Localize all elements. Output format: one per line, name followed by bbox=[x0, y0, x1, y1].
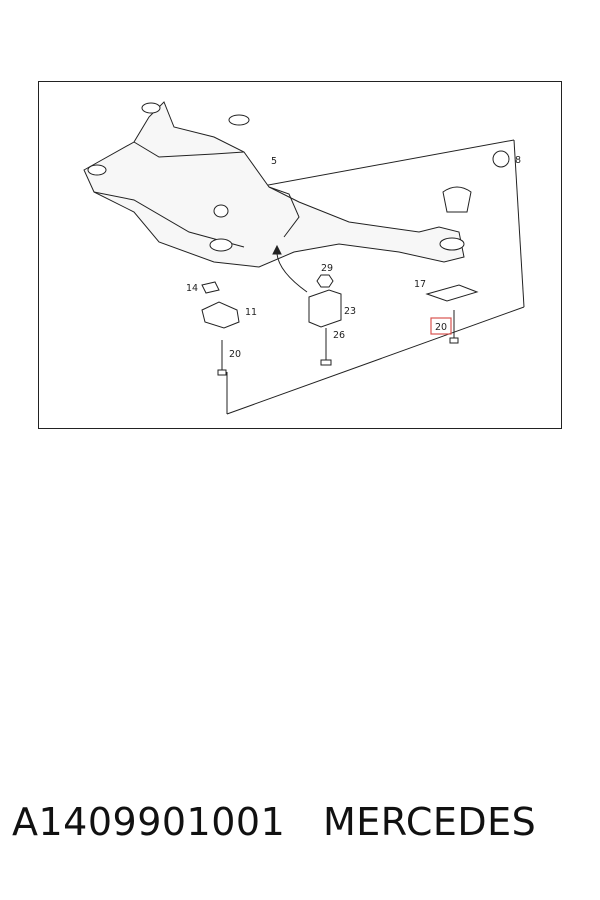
callout-17[interactable]: 17 bbox=[414, 279, 426, 290]
arrow-head bbox=[272, 244, 282, 255]
subframe-crossmember-top bbox=[133, 141, 245, 158]
panel-bottom-line bbox=[226, 306, 525, 415]
callout-20-left[interactable]: 20 bbox=[229, 349, 241, 360]
bolt-part-26-head bbox=[320, 359, 332, 366]
bushing-front bbox=[209, 238, 233, 252]
bushing-center bbox=[213, 204, 229, 218]
bushing-part-loose bbox=[442, 186, 472, 213]
bolt-part-20-right-head bbox=[449, 337, 459, 344]
highlight-box bbox=[430, 317, 452, 335]
nut-part-29 bbox=[316, 274, 334, 288]
callout-5[interactable]: 5 bbox=[271, 156, 277, 167]
bushing-left bbox=[87, 164, 107, 176]
block-part-23 bbox=[308, 289, 342, 328]
brand-name: MERCEDES bbox=[323, 800, 537, 844]
bushing-top-right bbox=[228, 114, 250, 126]
bracket-part-11 bbox=[201, 301, 240, 329]
callout-14[interactable]: 14 bbox=[186, 283, 198, 294]
subframe-body bbox=[83, 101, 465, 268]
bolt-part-20-left-head bbox=[217, 369, 227, 376]
callout-20-right[interactable]: 20 bbox=[435, 322, 447, 333]
callout-29[interactable]: 29 bbox=[321, 263, 333, 274]
callout-23[interactable]: 23 bbox=[344, 306, 356, 317]
subframe-bracket bbox=[268, 186, 300, 238]
torque-wrench-icon bbox=[492, 150, 510, 168]
callout-26[interactable]: 26 bbox=[333, 330, 345, 341]
callout-8[interactable]: 8 bbox=[515, 155, 521, 166]
subframe-drawing: 5 8 11 14 17 20 20 23 26 29 bbox=[83, 101, 525, 415]
plate-part-17 bbox=[425, 284, 479, 302]
part-number-caption: A1409901001 MERCEDES bbox=[12, 800, 592, 844]
panel-right-line bbox=[513, 139, 525, 308]
bushing-rear-right bbox=[439, 237, 465, 251]
parts-diagram: 5 8 11 14 17 20 20 23 26 29 bbox=[38, 81, 562, 429]
bushing-top-left bbox=[141, 102, 161, 114]
assembly-arrow bbox=[276, 253, 308, 293]
clip-part-14 bbox=[201, 281, 220, 294]
part-number: A1409901001 bbox=[12, 800, 286, 844]
callout-11[interactable]: 11 bbox=[245, 307, 257, 318]
